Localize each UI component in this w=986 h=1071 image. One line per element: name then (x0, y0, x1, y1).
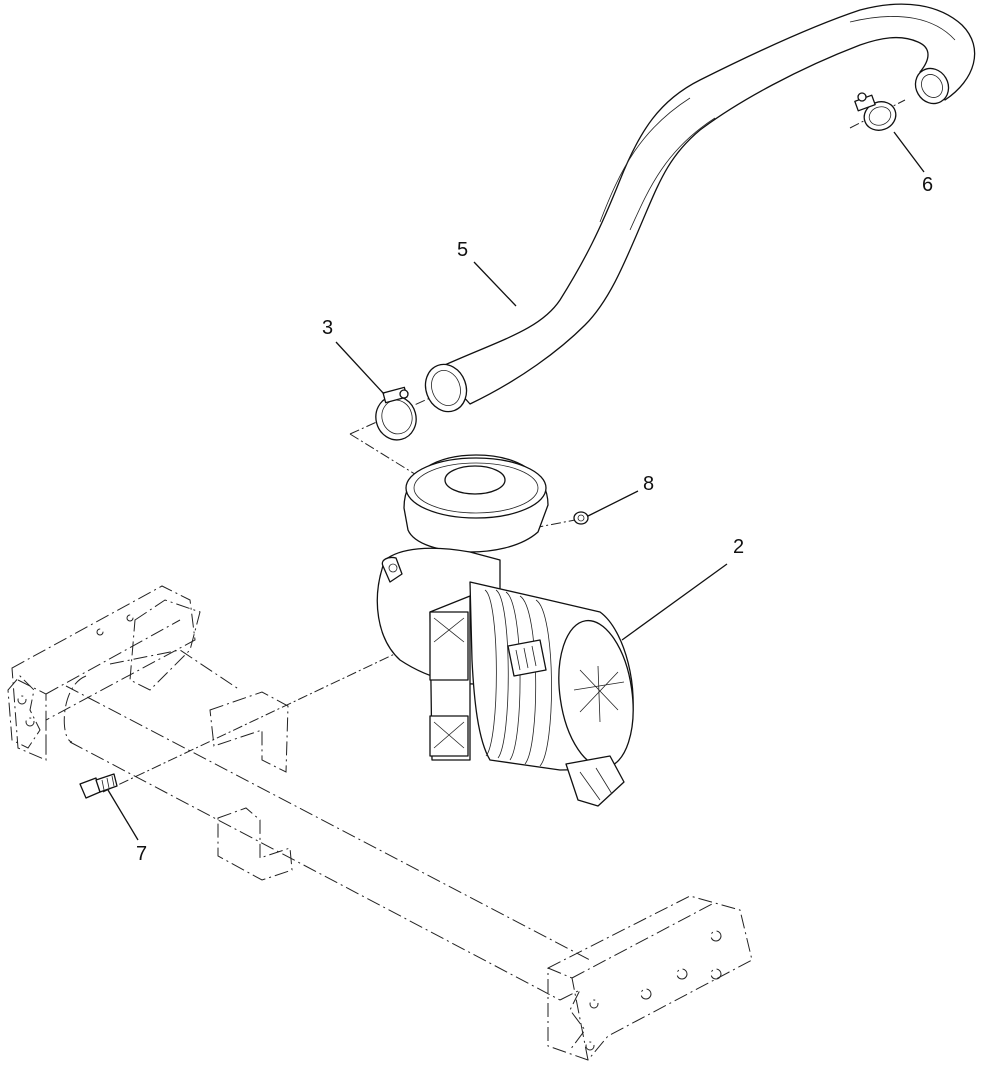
air-cleaner-part-2 (376, 454, 634, 807)
frame-crossmember (7, 585, 753, 1061)
hose-clamp-part-3 (375, 386, 417, 441)
leader-6 (893, 131, 925, 173)
bolt-part-7 (79, 773, 118, 799)
callout-labels: 2 3 5 6 7 8 (136, 174, 933, 865)
hose-clamp-part-6 (854, 92, 897, 131)
leader-5 (473, 261, 517, 307)
callout-5: 5 (457, 239, 468, 261)
hose-part-5 (424, 3, 976, 413)
leader-lines (107, 131, 925, 841)
callout-8: 8 (643, 473, 654, 495)
leader-3 (335, 341, 385, 395)
leader-7 (107, 789, 139, 841)
callout-6: 6 (922, 174, 933, 196)
leader-2 (621, 563, 728, 641)
callout-3: 3 (322, 317, 333, 339)
callout-2: 2 (733, 536, 744, 558)
leader-8 (587, 490, 639, 517)
callout-7: 7 (136, 843, 147, 865)
fitting-part-8 (573, 511, 589, 525)
